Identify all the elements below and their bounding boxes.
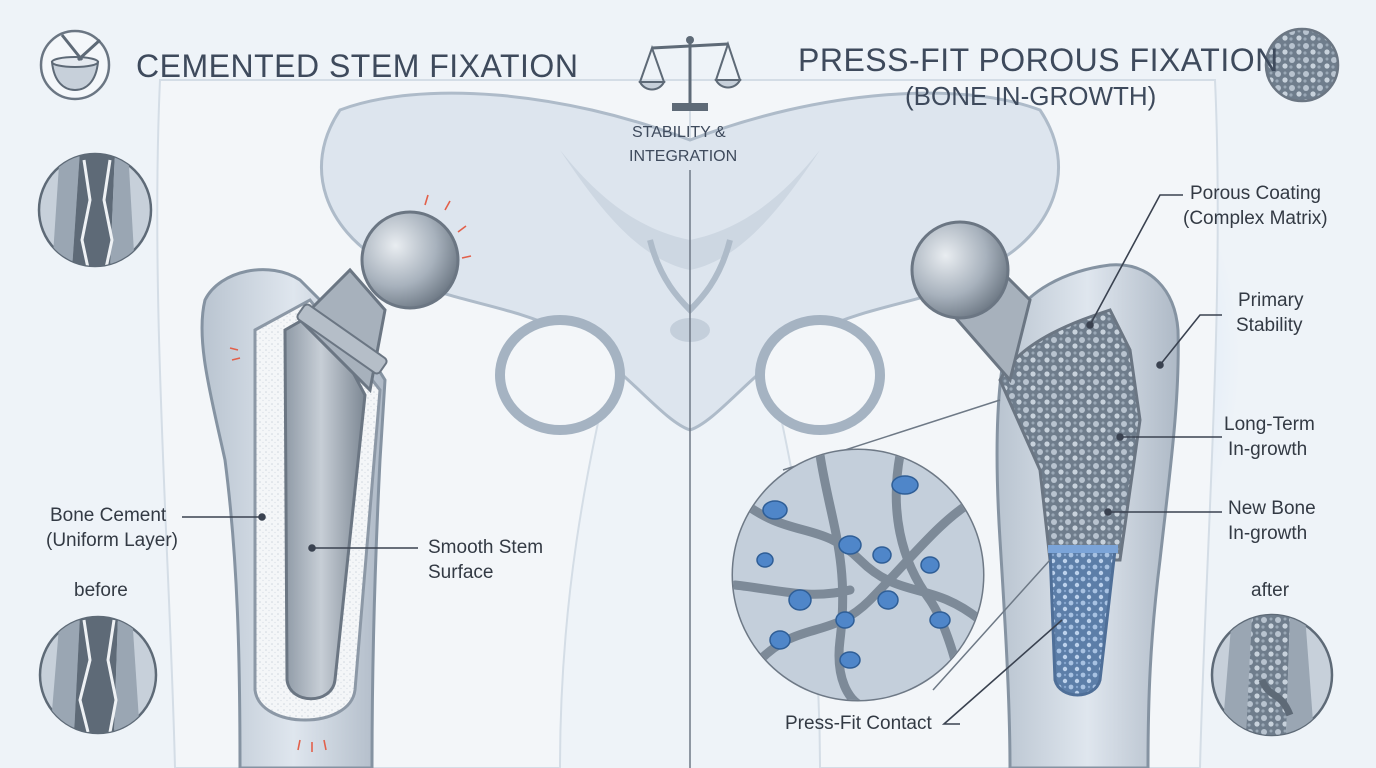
right-title: PRESS-FIT POROUS FIXATION	[798, 42, 1279, 78]
femoral-head-left	[360, 210, 460, 310]
right-obturator	[755, 315, 885, 435]
center-label-line2: INTEGRATION	[629, 148, 738, 165]
long-term-sublabel: In-growth	[1228, 439, 1308, 460]
bone-cement-label: Bone Cement	[50, 505, 167, 526]
smooth-stem-sublabel: Surface	[428, 562, 494, 583]
left-femur	[200, 194, 472, 768]
before-inset-bottom	[38, 615, 158, 735]
smooth-stem	[283, 307, 367, 701]
stem-band	[1048, 545, 1118, 553]
primary-stability-label: Primary	[1238, 290, 1304, 311]
right-subtitle: (BONE IN-GROWTH)	[905, 81, 1157, 111]
new-bone-label: New Bone	[1228, 498, 1316, 519]
porous-coating-label: Porous Coating	[1190, 183, 1321, 204]
primary-stability-sublabel: Stability	[1236, 315, 1303, 336]
porous-coating-sublabel: (Complex Matrix)	[1183, 208, 1328, 229]
porous-stem-tip	[1048, 548, 1117, 697]
zoom-inset	[731, 399, 1051, 702]
porous-texture-icon	[1264, 27, 1340, 103]
long-term-label: Long-Term	[1224, 414, 1315, 435]
after-label: after	[1251, 580, 1290, 601]
balance-scale-icon	[638, 36, 742, 111]
left-title: CEMENTED STEM FIXATION	[136, 48, 579, 84]
after-inset	[1210, 613, 1334, 737]
press-fit-label: Press-Fit Contact	[785, 713, 932, 734]
smooth-stem-label: Smooth Stem	[428, 537, 544, 558]
femoral-head-right	[910, 220, 1010, 320]
right-femur	[910, 220, 1180, 768]
bone-cement-sublabel: (Uniform Layer)	[46, 530, 178, 551]
center-label-line1: STABILITY &	[632, 124, 726, 141]
before-inset-top	[37, 152, 153, 268]
cement-mixing-bowl-icon	[39, 29, 111, 101]
stress-marks-left	[229, 194, 472, 752]
left-obturator	[495, 315, 625, 435]
leader-lines	[182, 194, 1222, 725]
new-bone-sublabel: In-growth	[1228, 523, 1308, 544]
before-label: before	[74, 580, 128, 601]
stem-collar-left	[296, 303, 388, 375]
